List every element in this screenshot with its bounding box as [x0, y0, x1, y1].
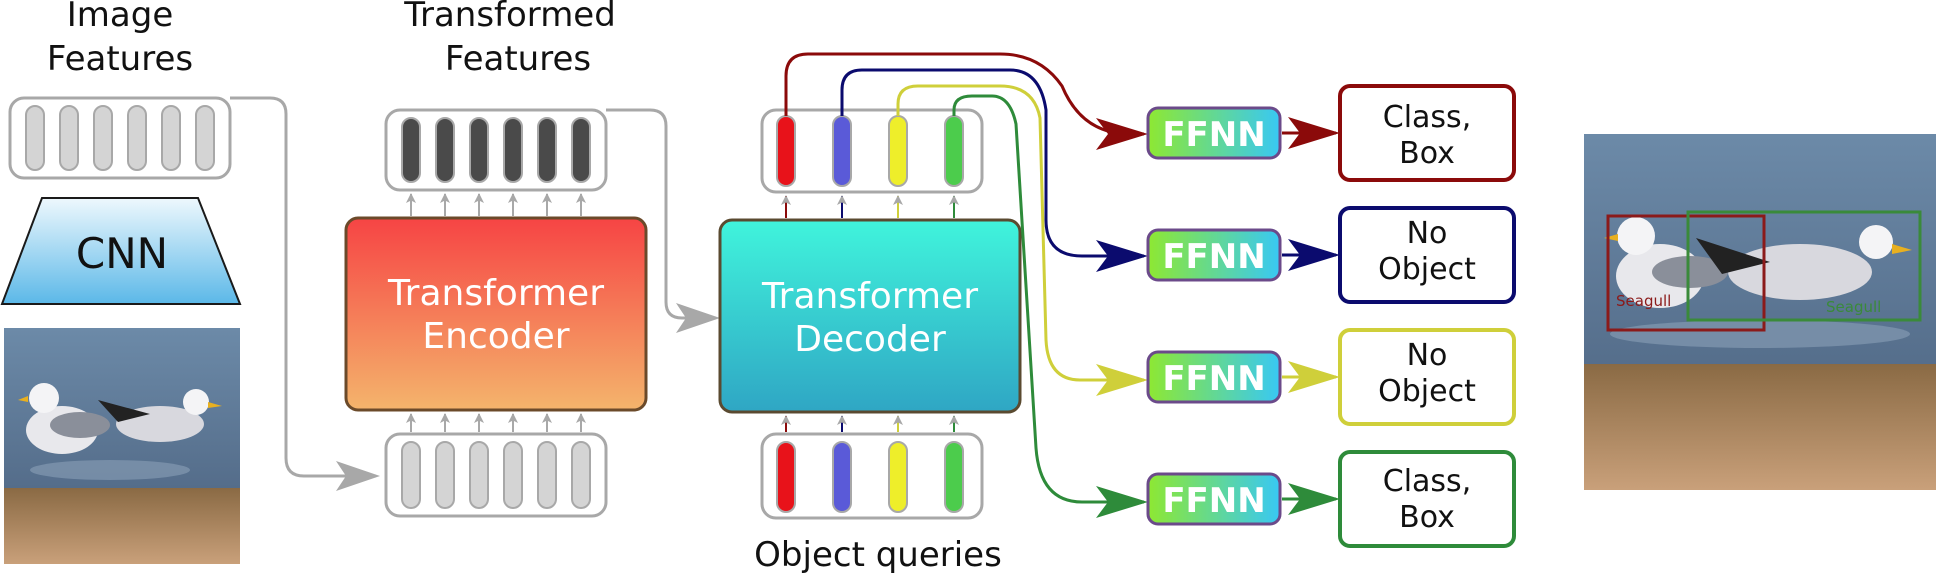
query-blue-arrow — [840, 68, 1148, 272]
transformed-features-label-line2: Features — [445, 39, 591, 79]
decoder-block: Transformer Decoder — [718, 218, 1022, 414]
output-box-4: Class, Box — [1338, 450, 1516, 548]
output-label-line1: No — [1407, 338, 1448, 373]
encoder-input-group — [384, 432, 608, 518]
encoder-small-arrows — [406, 193, 586, 432]
ffnn-block-1: FFNN — [1146, 106, 1282, 160]
ffnn-block-4: FFNN — [1146, 472, 1282, 526]
query-yellow-arrow — [896, 84, 1148, 396]
ffnn-block-3: FFNN — [1146, 350, 1282, 404]
output-label-line1: Class, — [1383, 464, 1471, 499]
output-label-line1: Class, — [1383, 100, 1471, 135]
detection-box-2: Seagull — [1686, 210, 1922, 322]
output-image — [1584, 134, 1936, 490]
ffnn-label: FFNN — [1162, 359, 1265, 399]
input-image — [4, 328, 240, 564]
image-features-label-line1: Image — [67, 0, 173, 35]
output-label-line2: Object — [1378, 252, 1476, 287]
decoder-output-group — [760, 108, 984, 194]
cnn-block: CNN — [0, 197, 242, 305]
image-features-group — [8, 96, 232, 180]
output-label-line2: Box — [1399, 500, 1455, 535]
query-green-arrow — [952, 94, 1148, 518]
encoder-label-line2: Encoder — [422, 316, 569, 357]
output-box-3: No Object — [1338, 328, 1516, 426]
ffnn-label: FFNN — [1162, 237, 1265, 277]
output-label-line1: No — [1407, 216, 1448, 251]
output-box-1: Class, Box — [1338, 84, 1516, 182]
encoder-output-group — [384, 108, 608, 192]
encoder-block: Transformer Encoder — [344, 216, 648, 412]
output-label-line2: Object — [1378, 374, 1476, 409]
object-queries-label: Object queries — [754, 535, 1002, 574]
output-box-2: No Object — [1338, 206, 1516, 304]
decoder-label-line2: Decoder — [794, 319, 946, 360]
decoder-label-line1: Transformer — [761, 276, 978, 317]
detection-box-1: Seagull — [1606, 214, 1766, 332]
transformed-features-label-line1: Transformed — [403, 0, 616, 35]
image-to-encoder-arrow — [230, 96, 380, 491]
image-features-label-line2: Features — [47, 39, 193, 79]
detection-label-1: Seagull — [1616, 292, 1671, 310]
decoder-small-arrows — [781, 195, 959, 432]
encoder-label-line1: Transformer — [387, 273, 604, 314]
object-queries-group — [760, 432, 984, 520]
query-red-arrow — [784, 52, 1148, 150]
cnn-label: CNN — [76, 229, 168, 278]
ffnn-label: FFNN — [1162, 115, 1265, 155]
ffnn-label: FFNN — [1162, 481, 1265, 521]
ffnn-block-2: FFNN — [1146, 228, 1282, 282]
encoder-to-decoder-arrow — [606, 108, 720, 333]
detection-label-2: Seagull — [1826, 298, 1881, 316]
output-label-line2: Box — [1399, 136, 1455, 171]
